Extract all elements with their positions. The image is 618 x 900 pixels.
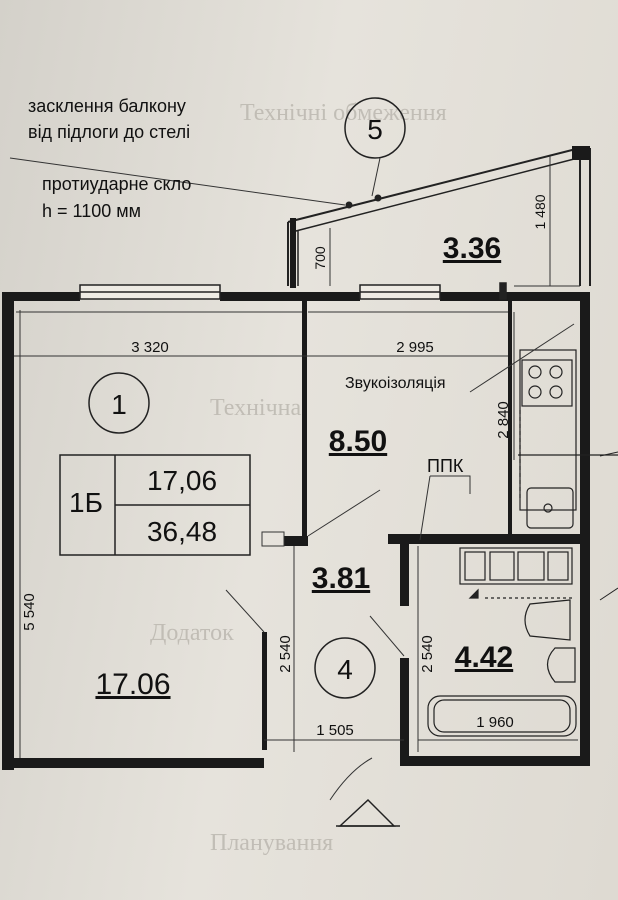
room-area: 3.81 — [312, 562, 370, 595]
exterior-walls — [2, 146, 590, 770]
bathroom-equipment — [427, 547, 577, 737]
wall-outlines — [16, 311, 508, 547]
glass-note: h = 1100 мм — [42, 201, 141, 221]
dimension-label: 5 540 — [21, 593, 38, 631]
dimension-label: 1 960 — [476, 714, 514, 731]
room-number: 1 — [111, 389, 127, 420]
dimension-label: 2 995 — [396, 339, 434, 356]
bleed-through-text: Технічні обмеження — [240, 100, 447, 126]
axis-marker-circle — [344, 97, 406, 159]
interior-walls — [262, 300, 582, 766]
dimension-label: 2 540 — [277, 635, 294, 673]
edge-line — [599, 587, 618, 601]
leader-lines — [9, 157, 575, 541]
room-area: 17.06 — [95, 668, 170, 701]
dimension-label: 3 320 — [131, 339, 169, 356]
room-area: 4.42 — [455, 641, 513, 674]
dimension-label: 2 540 — [419, 635, 436, 673]
apartment-type: 1Б — [69, 487, 103, 518]
kitchen-equipment — [518, 349, 618, 529]
room-area: 3.36 — [443, 232, 501, 265]
balcony-outline — [287, 147, 591, 286]
entrance-triangle — [338, 798, 396, 827]
room-number-circle — [88, 372, 150, 434]
dimension-lines — [14, 156, 580, 758]
dimension-label: 2 840 — [495, 401, 512, 439]
edge-line — [599, 451, 618, 457]
axis-marker-label: 5 — [367, 114, 383, 145]
apartment-info-box — [59, 454, 251, 556]
bleed-through-text: Додаток — [150, 620, 234, 646]
bleed-through-text: Технічна — [210, 395, 302, 421]
apartment-living-area: 17,06 — [147, 465, 217, 496]
bleed-through-text: Планування — [210, 830, 334, 856]
room-number-circle — [314, 637, 376, 699]
room-number: 4 — [337, 654, 353, 685]
door-swings — [225, 489, 405, 801]
dimension-label: 1 480 — [532, 194, 548, 229]
glazing-note: засклення балкону — [28, 96, 186, 116]
windows — [79, 282, 507, 300]
glazing-note: від підлоги до стелі — [28, 122, 190, 142]
soundproofing-label: Звукоізоляція — [345, 375, 446, 392]
room-area: 8.50 — [329, 425, 387, 458]
glass-note: протиударне скло — [42, 174, 191, 194]
apartment-total-area: 36,48 — [147, 516, 217, 547]
dimension-label: 700 — [312, 246, 328, 270]
dimension-label: 1 505 — [316, 722, 354, 739]
ppk-label: ППК — [427, 456, 464, 476]
